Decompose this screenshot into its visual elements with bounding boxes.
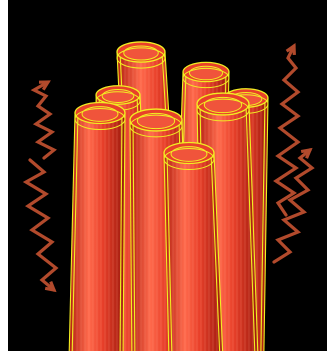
wave-arrow-left-upper: [34, 82, 54, 158]
wave-arrow-left-lower: [26, 160, 56, 290]
wave-arrow-right-upper: [276, 46, 298, 215]
fiber-tube: [164, 143, 223, 351]
fiber-tube: [69, 103, 125, 351]
fiber-bundle-illustration: [8, 0, 327, 351]
illustration-panel: [8, 0, 327, 351]
tube-layer: [69, 42, 268, 351]
